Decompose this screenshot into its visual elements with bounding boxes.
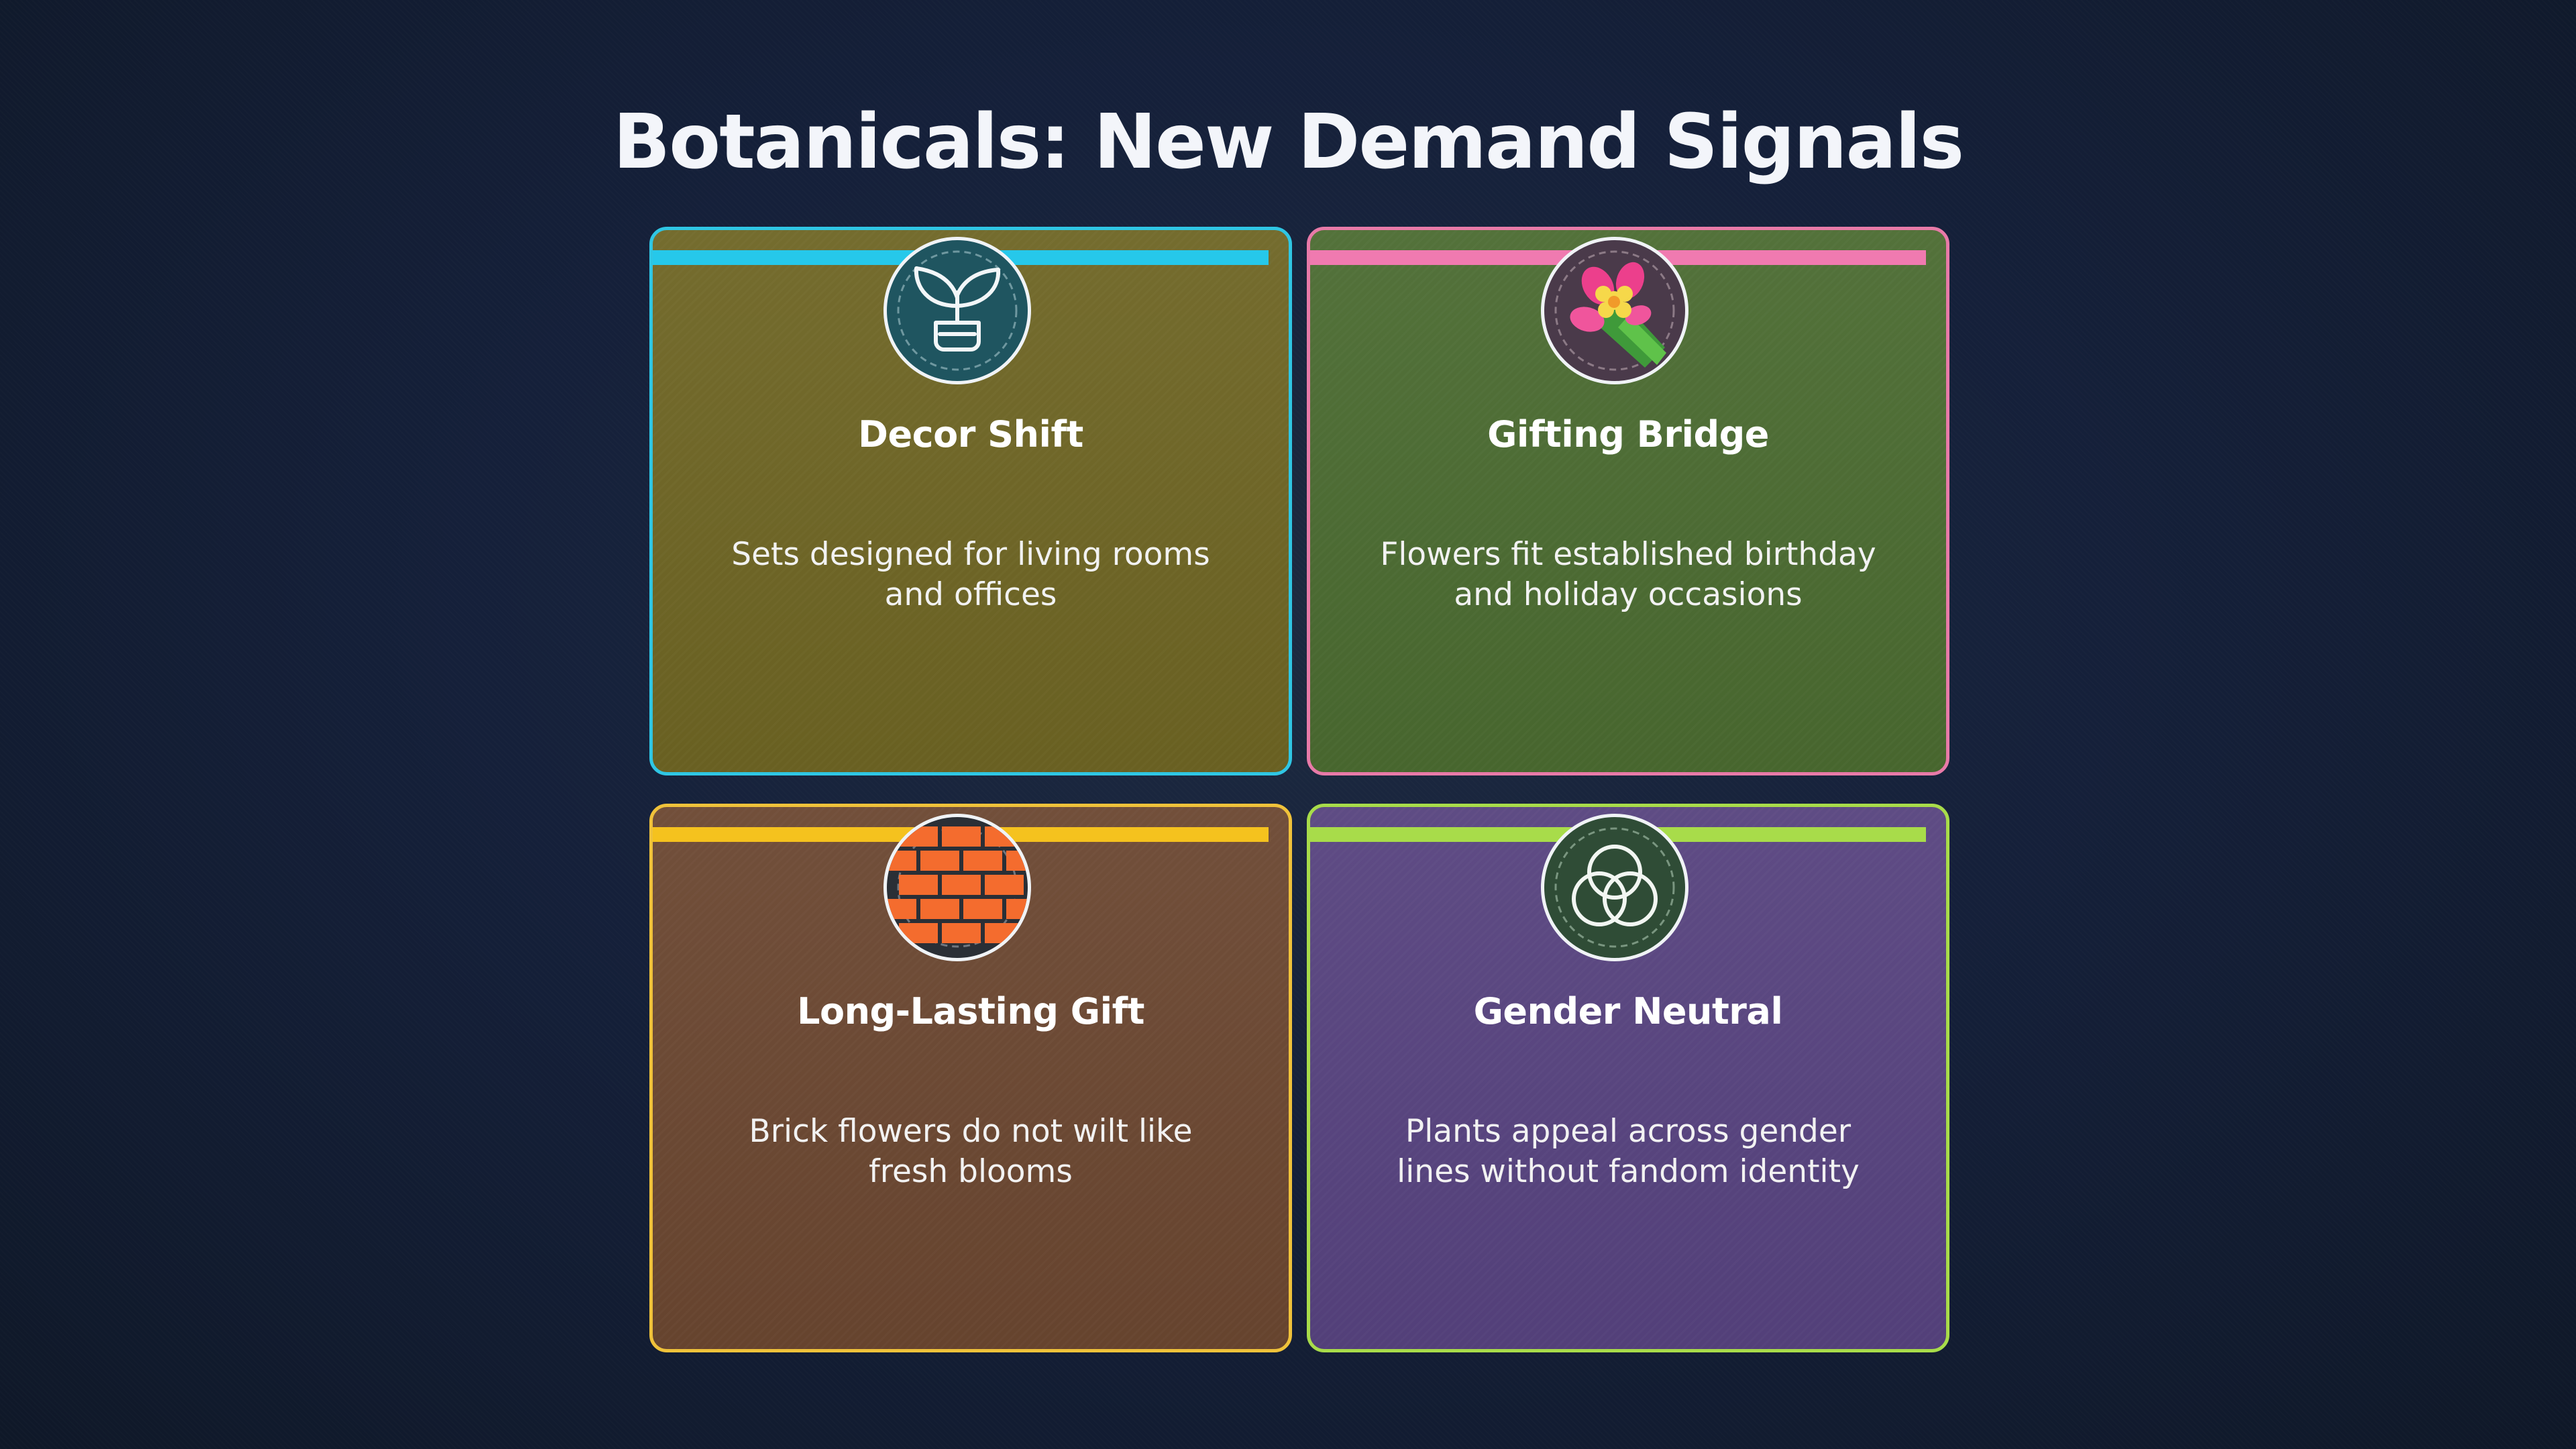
card-description: Brick flowers do not wilt like fresh blo… xyxy=(749,1113,1193,1190)
card-gender-neutral[interactable]: Gender Neutral Plants appeal across gend… xyxy=(1307,804,1949,1352)
card-title: Decor Shift xyxy=(858,413,1083,455)
brick-icon xyxy=(883,814,1031,961)
bouquet-icon xyxy=(1541,237,1688,384)
venn-circles-icon xyxy=(1541,814,1688,961)
page-title: Botanicals: New Demand Signals xyxy=(612,99,1964,186)
card-title: Gender Neutral xyxy=(1473,990,1783,1032)
card-long-lasting-gift[interactable]: Long-Lasting Gift Brick flowers do not w… xyxy=(649,804,1292,1352)
card-description: Plants appeal across gender lines withou… xyxy=(1397,1113,1860,1190)
card-description: Flowers fit established birthday and hol… xyxy=(1380,536,1876,613)
card-title: Gifting Bridge xyxy=(1487,413,1769,455)
potted-plant-icon xyxy=(883,237,1031,384)
card-title: Long-Lasting Gift xyxy=(797,990,1144,1032)
card-decor-shift[interactable]: Decor Shift Sets designed for living roo… xyxy=(649,227,1292,775)
card-description: Sets designed for living rooms and offic… xyxy=(731,536,1210,613)
card-gifting-bridge[interactable]: Gifting Bridge Flowers fit established b… xyxy=(1307,227,1949,775)
